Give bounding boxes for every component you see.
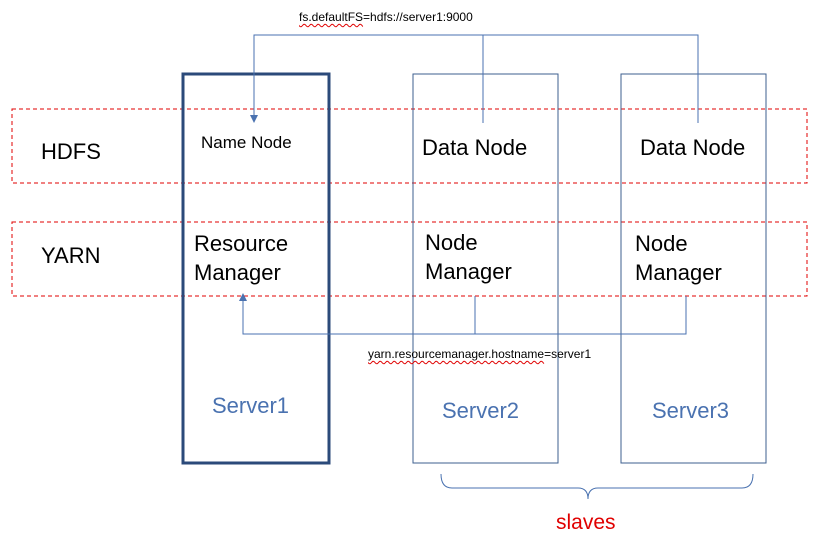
server1-label: Server1 xyxy=(212,393,290,418)
yarn-layer-label: YARN xyxy=(41,243,101,268)
server3-nodemanager-line1: Node xyxy=(635,231,688,256)
yarn-config-key: yarn.resourcemanager.hostname xyxy=(368,347,545,361)
server2-nodemanager-line2: Manager xyxy=(425,259,512,284)
server2-label: Server2 xyxy=(442,398,520,423)
server1-resourcemanager-line1: Resource xyxy=(194,231,289,256)
server1-namenode-label: Name Node xyxy=(201,133,292,152)
yarn-config-label: yarn.resourcemanager.hostname=server1 xyxy=(368,348,591,360)
hdfs-layer-label: HDFS xyxy=(41,139,101,164)
slaves-brace xyxy=(440,473,754,500)
server3-box xyxy=(620,73,767,464)
server2-datanode-label: Data Node xyxy=(422,135,528,160)
server2-box xyxy=(412,73,559,464)
hdfs-connector-arrow xyxy=(250,34,483,123)
server3-label: Server3 xyxy=(652,398,730,423)
hdfs-connector-line xyxy=(482,34,699,123)
server2-nodemanager-label: Node Manager xyxy=(425,228,512,286)
hdfs-layer-band xyxy=(11,108,808,184)
hdfs-config-label: fs.defaultFS=hdfs://server1:9000 xyxy=(299,11,473,23)
server1-box xyxy=(181,72,331,465)
yarn-layer-band xyxy=(11,221,808,297)
slaves-label: slaves xyxy=(556,511,616,534)
server3-nodemanager-line2: Manager xyxy=(635,260,722,285)
yarn-connector-arrow xyxy=(239,293,475,335)
server1-resourcemanager-label: Resource Manager xyxy=(194,229,288,287)
server3-nodemanager-label: Node Manager xyxy=(635,229,722,287)
hdfs-config-key: fs.defaultFS xyxy=(299,10,364,24)
server3-datanode-label: Data Node xyxy=(640,135,746,160)
yarn-config-value: =server1 xyxy=(544,347,592,361)
server2-nodemanager-line1: Node xyxy=(425,230,478,255)
yarn-connector-line xyxy=(474,296,687,335)
server1-resourcemanager-line2: Manager xyxy=(194,260,281,285)
hdfs-config-value: =hdfs://server1:9000 xyxy=(363,10,473,24)
